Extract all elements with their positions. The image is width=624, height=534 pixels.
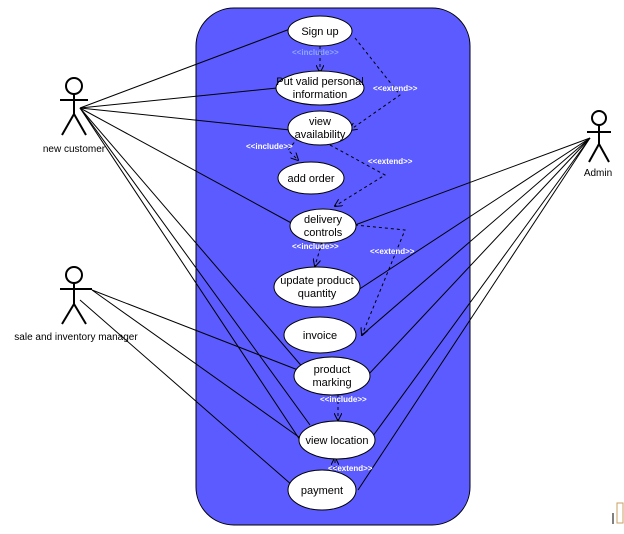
new-customer-associations bbox=[79, 28, 311, 441]
actor-sale-inventory-manager[interactable] bbox=[60, 266, 92, 325]
use-case-product-marking[interactable]: product marking bbox=[293, 356, 371, 396]
extend-label-payment: <<extend>> bbox=[328, 464, 373, 473]
use-case-label: quantity bbox=[298, 288, 337, 300]
use-case-view-location[interactable]: view location bbox=[298, 420, 376, 460]
use-case-label: product bbox=[314, 364, 351, 376]
use-case-update-product-quantity[interactable]: update product quantity bbox=[273, 266, 361, 308]
use-case-add-order[interactable]: add order bbox=[277, 161, 345, 195]
use-case-label: Put valid personal bbox=[276, 76, 363, 88]
use-case-put-valid-info[interactable]: Put valid personal information bbox=[275, 70, 365, 106]
extend-label-delivery: <<extend>> bbox=[370, 247, 415, 256]
actor-new-customer[interactable] bbox=[60, 77, 88, 136]
use-case-view-availability[interactable]: view availability bbox=[287, 110, 353, 146]
use-case-label: Sign up bbox=[301, 26, 338, 38]
use-case-label: add order bbox=[287, 173, 334, 185]
actor-admin[interactable] bbox=[587, 110, 611, 163]
include-label-signup: <<include>> bbox=[292, 48, 339, 57]
include-label-marking: <<include>> bbox=[320, 395, 367, 404]
use-case-delivery-controls[interactable]: delivery controls bbox=[289, 208, 357, 244]
use-case-label: view location bbox=[306, 435, 369, 447]
use-case-label: information bbox=[293, 89, 347, 101]
use-case-label: payment bbox=[301, 485, 343, 497]
admin-associations bbox=[354, 137, 591, 491]
actor-label-new-customer: new customer bbox=[43, 144, 106, 155]
include-label-availability: <<include>> bbox=[246, 142, 293, 151]
use-case-label: availability bbox=[295, 129, 346, 141]
actor-label-sale-inventory-manager: sale and inventory manager bbox=[14, 332, 138, 343]
corner-mark-icon bbox=[612, 502, 624, 524]
use-case-label: controls bbox=[304, 227, 343, 239]
use-case-label: update product bbox=[280, 275, 353, 287]
use-case-label: marking bbox=[312, 377, 351, 389]
extend-label-availability: <<extend>> bbox=[368, 157, 413, 166]
actor-label-admin: Admin bbox=[584, 168, 612, 179]
use-case-sign-up[interactable]: Sign up bbox=[287, 15, 353, 47]
manager-associations bbox=[79, 289, 304, 493]
include-label-delivery: <<include>> bbox=[292, 242, 339, 251]
use-case-label: invoice bbox=[303, 330, 337, 342]
use-case-label: view bbox=[309, 116, 331, 128]
use-case-payment[interactable]: payment bbox=[287, 469, 357, 511]
extend-label-signup: <<extend>> bbox=[373, 84, 418, 93]
use-case-label: delivery bbox=[304, 214, 342, 226]
use-case-invoice[interactable]: invoice bbox=[283, 316, 357, 354]
